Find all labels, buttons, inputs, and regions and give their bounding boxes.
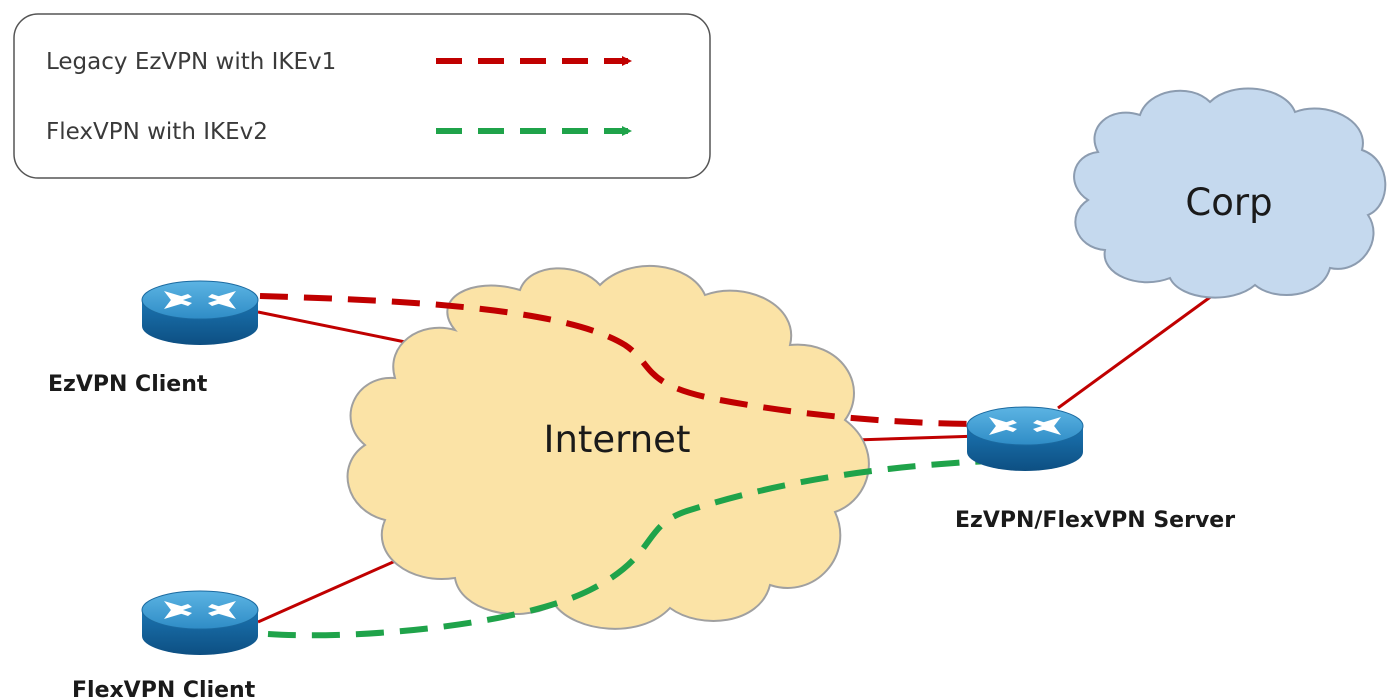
ezvpn-client-label: EzVPN Client [48,372,208,397]
legend-label-ikev1: Legacy EzVPN with IKEv1 [46,49,336,75]
flexvpn-client-label: FlexVPN Client [72,678,256,699]
link-internet-server [854,434,981,442]
internet-label: Internet [544,418,691,461]
corp-label: Corp [1185,181,1272,224]
link-ezvpn-client-internet [257,310,421,347]
ezvpn-client-router-icon [141,280,259,346]
server-label: EzVPN/FlexVPN Server [955,508,1235,533]
server-router-icon [966,406,1084,472]
legend-box [13,13,711,179]
legend: Legacy EzVPN with IKEv1 FlexVPN with IKE… [13,13,711,179]
tunnel-ikev1-dashed [259,293,1004,430]
tunnel-ikev2-dashed [267,455,1019,639]
internet-cloud-shape [346,264,870,630]
corp-cloud-shape [1073,87,1387,299]
link-server-corp [1057,288,1221,410]
vpn-tunnels [259,293,1019,639]
legend-label-ikev2: FlexVPN with IKEv2 [46,119,268,145]
internet-cloud: Internet [346,264,870,630]
flexvpn-client-router-icon [141,590,259,656]
corp-cloud: Corp [1073,87,1387,299]
